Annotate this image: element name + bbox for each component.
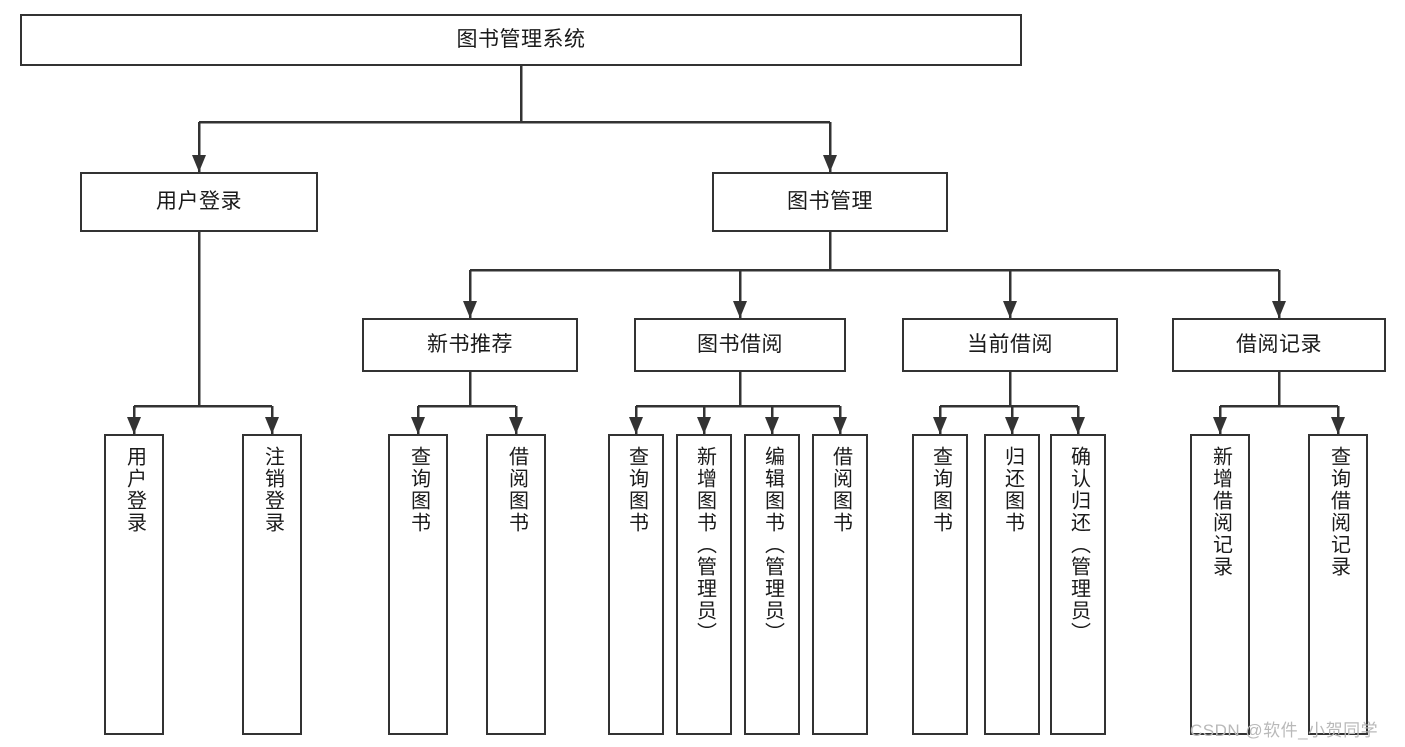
node-label: 查询图书 — [929, 446, 952, 534]
node-l3_8[interactable]: 查询图书 — [912, 434, 968, 735]
arrowhead — [823, 155, 837, 172]
arrowhead — [933, 417, 947, 434]
node-l2_1[interactable]: 图书借阅 — [634, 318, 846, 372]
node-l2_2[interactable]: 当前借阅 — [902, 318, 1118, 372]
node-l3_1[interactable]: 注销登录 — [242, 434, 302, 735]
node-label: 新增图书（管理员） — [693, 446, 716, 644]
arrowhead — [1213, 417, 1227, 434]
node-l3_6[interactable]: 编辑图书（管理员） — [744, 434, 800, 735]
node-label: 借阅记录 — [1236, 332, 1322, 356]
node-l3_7[interactable]: 借阅图书 — [812, 434, 868, 735]
node-l3_0[interactable]: 用户登录 — [104, 434, 164, 735]
arrowhead — [765, 417, 779, 434]
node-label: 当前借阅 — [967, 332, 1053, 356]
arrowhead — [463, 301, 477, 318]
node-l3_3[interactable]: 借阅图书 — [486, 434, 546, 735]
node-l3_4[interactable]: 查询图书 — [608, 434, 664, 735]
node-label: 查询图书 — [625, 446, 648, 534]
node-l3_9[interactable]: 归还图书 — [984, 434, 1040, 735]
node-label: 图书借阅 — [697, 332, 783, 356]
arrowhead — [192, 155, 206, 172]
arrowhead — [1331, 417, 1345, 434]
node-label: 归还图书 — [1001, 446, 1024, 534]
node-label: 查询借阅记录 — [1327, 446, 1350, 578]
node-label: 图书管理系统 — [456, 27, 586, 51]
node-label: 借阅图书 — [505, 446, 528, 534]
arrowhead — [697, 417, 711, 434]
node-root[interactable]: 图书管理系统 — [20, 14, 1022, 66]
node-l1_1[interactable]: 图书管理 — [712, 172, 948, 232]
node-label: 查询图书 — [407, 446, 430, 534]
arrowhead — [1003, 301, 1017, 318]
node-label: 图书管理 — [787, 189, 873, 213]
node-label: 新增借阅记录 — [1209, 446, 1232, 578]
arrowhead — [1005, 417, 1019, 434]
node-label: 注销登录 — [261, 446, 284, 534]
arrowhead — [411, 417, 425, 434]
arrowhead — [1272, 301, 1286, 318]
arrowhead — [127, 417, 141, 434]
node-l1_0[interactable]: 用户登录 — [80, 172, 318, 232]
arrowhead — [833, 417, 847, 434]
node-label: 用户登录 — [156, 189, 242, 213]
node-l3_2[interactable]: 查询图书 — [388, 434, 448, 735]
node-l3_10[interactable]: 确认归还（管理员） — [1050, 434, 1106, 735]
arrowhead — [265, 417, 279, 434]
node-l3_12[interactable]: 查询借阅记录 — [1308, 434, 1368, 735]
node-l3_11[interactable]: 新增借阅记录 — [1190, 434, 1250, 735]
node-l2_0[interactable]: 新书推荐 — [362, 318, 578, 372]
node-label: 新书推荐 — [427, 332, 513, 356]
node-label: 借阅图书 — [829, 446, 852, 534]
node-label: 用户登录 — [123, 446, 146, 534]
arrowhead — [509, 417, 523, 434]
node-l3_5[interactable]: 新增图书（管理员） — [676, 434, 732, 735]
arrowhead — [1071, 417, 1085, 434]
node-label: 确认归还（管理员） — [1067, 446, 1090, 644]
node-label: 编辑图书（管理员） — [761, 446, 784, 644]
node-l2_3[interactable]: 借阅记录 — [1172, 318, 1386, 372]
arrowhead — [629, 417, 643, 434]
arrowhead — [733, 301, 747, 318]
